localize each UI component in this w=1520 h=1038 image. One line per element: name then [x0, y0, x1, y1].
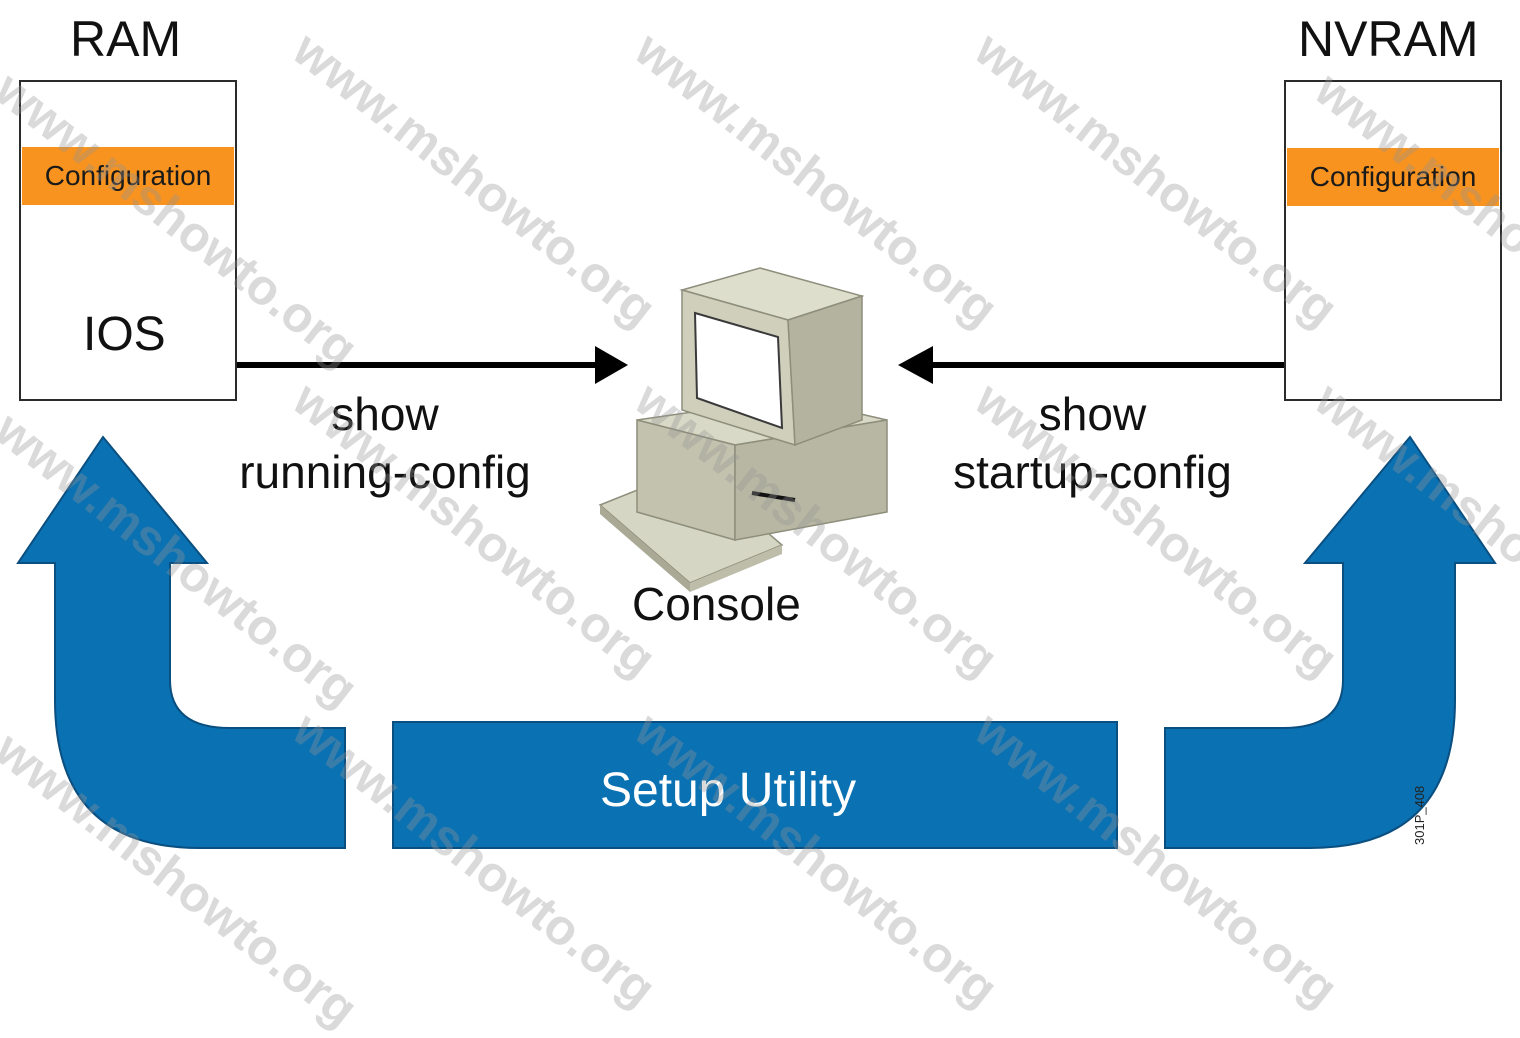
- figure-id: 301P_408: [1412, 785, 1427, 845]
- setup-utility-bar: [392, 721, 1118, 849]
- startup-command-line2: startup-config: [953, 446, 1232, 498]
- running-command-line1: show: [331, 388, 439, 440]
- startup-config-arrow: [898, 346, 1286, 384]
- nvram-configuration-label: Configuration: [1309, 161, 1477, 192]
- console-computer-icon: [598, 267, 888, 592]
- running-command-line2: running-config: [239, 446, 531, 498]
- diagram-graphics: [16, 267, 1497, 849]
- ram-configuration-label: Configuration: [44, 160, 212, 191]
- setup-to-ram-arrow: [16, 435, 346, 849]
- startup-command-line1: show: [1038, 388, 1147, 440]
- setup-utility-label: Setup Utility: [600, 764, 857, 817]
- nvram-title: NVRAM: [1298, 11, 1479, 67]
- console-label: Console: [632, 578, 801, 630]
- ram-box: [19, 80, 237, 401]
- ram-title: RAM: [70, 11, 182, 67]
- show-startup-config-label: show startup-config: [915, 385, 1270, 501]
- show-running-config-label: show running-config: [195, 385, 575, 501]
- running-config-arrow: [237, 346, 628, 384]
- nvram-configuration-segment: Configuration: [1287, 148, 1499, 206]
- nvram-box: [1284, 80, 1502, 401]
- ram-ios-label: IOS: [83, 308, 166, 361]
- ram-configuration-segment: Configuration: [22, 147, 234, 205]
- setup-to-nvram-arrow: [1164, 435, 1497, 849]
